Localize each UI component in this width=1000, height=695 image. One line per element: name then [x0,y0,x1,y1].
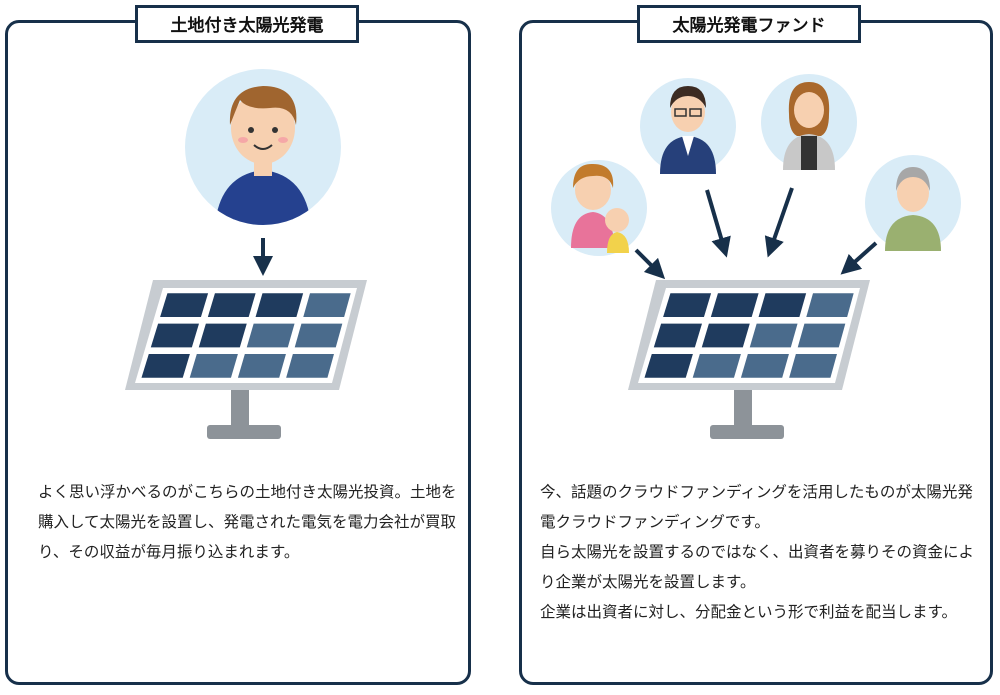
solar-cell [237,353,286,378]
investor-avatar-icon [761,74,857,170]
left-panel-title: 土地付き太陽光発電 [135,5,359,43]
solar-cell [740,353,789,378]
man-avatar-icon [185,69,341,225]
solar-cell [644,353,693,378]
investor-avatar-icon [865,155,961,251]
solar-cell [797,323,846,348]
solar-cell [692,353,741,378]
solar-cell [160,293,209,318]
solar-cell [789,353,837,378]
investor-avatar-icon [640,78,736,174]
solar-cell [294,323,343,348]
right-description-line-3: 企業は出資者に対し、分配金という形で利益を配当します。 [540,603,957,621]
left-description-text: よく思い浮かべるのがこちらの土地付き太陽光投資。土地を購入して太陽光を設置し、発… [38,483,457,561]
arrow-icon [634,248,666,280]
solar-cell [758,293,807,318]
right-description-line-1: 今、話題のクラウドファンディングを活用したものが太陽光発電クラウドファンディング… [540,483,973,531]
solar-cell [246,323,295,348]
right-panel-description: 今、話題のクラウドファンディングを活用したものが太陽光発電クラウドファンディング… [540,477,980,627]
investor-avatar-icon [551,160,647,256]
solar-cell [198,323,247,348]
arrow-icon [840,241,878,275]
solar-cell [749,323,798,348]
solar-cell [189,353,238,378]
left-panel-description: よく思い浮かべるのがこちらの土地付き太陽光投資。土地を購入して太陽光を設置し、発… [38,477,458,567]
arrow-icon [705,189,731,258]
solar-cell [806,293,854,318]
solar-cells [141,293,351,378]
right-panel-title: 太陽光発電ファンド [637,5,861,43]
solar-panel-icon [125,280,367,439]
right-description-line-2: 自ら太陽光を設置するのではなく、出資者を募りその資金により企業が太陽光を設置しま… [540,543,975,591]
solar-cell [701,323,750,348]
solar-cell [303,293,351,318]
solar-cell [653,323,702,348]
arrow-icon [764,187,794,258]
solar-cell [255,293,304,318]
solar-panel-icon [628,280,870,439]
solar-cell [710,293,759,318]
solar-cell [207,293,256,318]
solar-cell [663,293,712,318]
solar-cell [141,353,190,378]
solar-cell [150,323,199,348]
solar-cell [286,353,334,378]
solar-cells [644,293,854,378]
